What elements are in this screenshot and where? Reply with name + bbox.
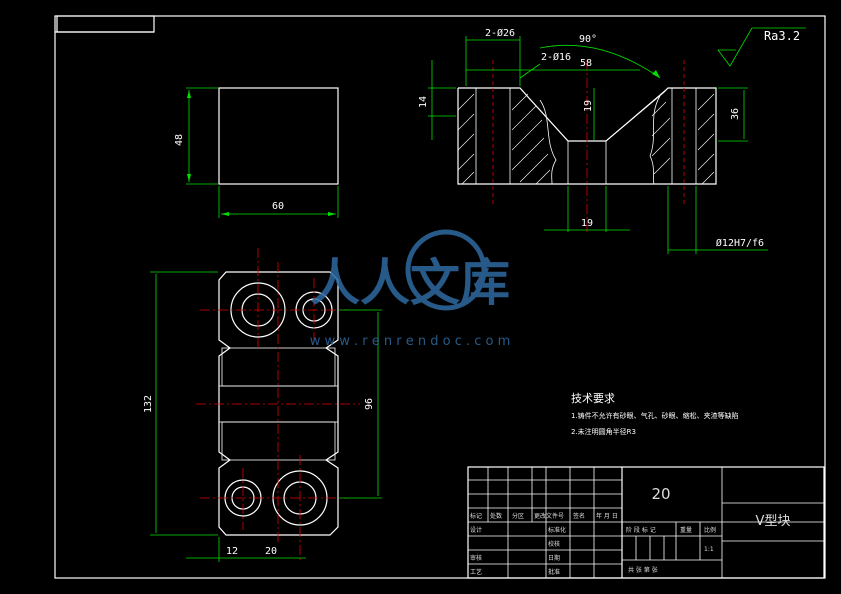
row-date: 日期: [548, 554, 560, 562]
dim-19-vertical: 19: [583, 100, 594, 112]
dim-48: 48: [174, 134, 185, 146]
material: 20: [651, 485, 670, 503]
dim-12: 12: [226, 546, 238, 557]
watermark: 人人文库 w w w . r e n r e n d o c . c o m: [310, 229, 511, 349]
dim-14: 14: [418, 96, 429, 108]
dim-132: 132: [143, 395, 154, 413]
header-sign: 签名: [573, 512, 585, 520]
ratio-label: 比例: [704, 526, 716, 534]
watermark-text: 人人文库: [310, 254, 510, 312]
top-left-view: 48 60: [174, 87, 339, 218]
dim-20: 20: [265, 546, 277, 557]
header-change: 更改文件号: [534, 512, 564, 520]
header-count: 处数: [490, 512, 502, 520]
weight-label: 重量: [680, 526, 692, 534]
dim-60: 60: [272, 201, 284, 212]
drawing-border: [54, 15, 826, 579]
row-standard: 标准化: [548, 526, 566, 534]
dim-angle: 90°: [579, 34, 597, 45]
part-name: V型块: [756, 514, 791, 529]
tech-requirements: 技术要求 1.铸件不允许有砂眼、气孔、砂眼、缩松、夹渣等缺陷 2.未注明圆角半径…: [571, 392, 739, 436]
watermark-logo-icon: [405, 229, 487, 311]
sheet-label: 共 张 第 张: [628, 566, 658, 574]
header-mark: 标记: [470, 512, 482, 520]
header-date: 年 月 日: [596, 512, 618, 520]
dim-holes-large: 2-Ø26: [485, 27, 515, 39]
row-design: 设计: [470, 526, 482, 534]
row-review: 审核: [470, 554, 482, 562]
dim-96: 96: [364, 398, 375, 410]
dim-36: 36: [730, 108, 741, 120]
dim-58: 58: [580, 58, 592, 69]
tech-title: 技术要求: [571, 392, 615, 405]
dim-fit: Ø12H7/f6: [716, 237, 764, 249]
dim-holes-small: 2-Ø16: [541, 51, 571, 63]
corner-box: [56, 15, 155, 33]
row-check: 校核: [548, 540, 560, 548]
header-zone: 分区: [512, 512, 524, 520]
row-process: 工艺: [470, 568, 482, 576]
scale-value: 1:1: [704, 546, 714, 553]
watermark-url: w w w . r e n r e n d o c . c o m: [310, 334, 511, 349]
section-view: 2-Ø26 2-Ø16 58 90° 14 19 36 19 Ø12H7/f6: [418, 27, 806, 254]
stage-label: 阶 段 标 记: [626, 526, 656, 534]
tech-line-2: 2.未注明圆角半径R3: [571, 427, 636, 436]
row-approve: 批准: [548, 568, 560, 576]
title-block: 20 V型块 标记 处数 分区 更改文件号 签名 年 月 日 设计 标准化 校核…: [467, 466, 825, 579]
dim-19: 19: [581, 218, 593, 229]
tech-line-1: 1.铸件不允许有砂眼、气孔、砂眼、缩松、夹渣等缺陷: [571, 411, 739, 420]
plan-view: 132 96 12 20: [143, 248, 382, 562]
roughness-value: Ra3.2: [764, 29, 800, 43]
